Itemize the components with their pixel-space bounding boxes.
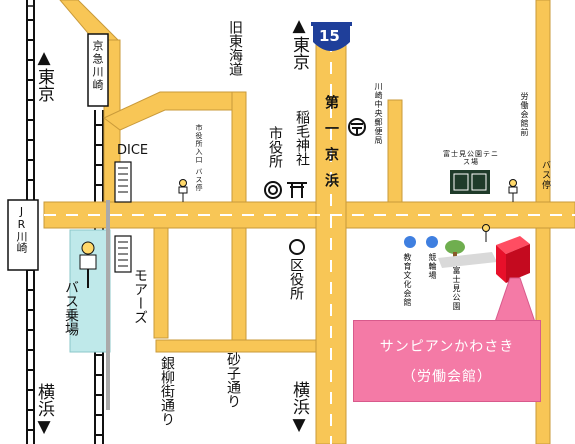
bus-terminal-label: バス乗場 xyxy=(63,280,79,336)
city-hall-icon xyxy=(264,181,282,199)
bus-stop-icon-labor-hall xyxy=(508,179,518,202)
fujimi-park-ground xyxy=(438,252,497,268)
jr-station-box xyxy=(7,199,39,271)
bus-stop-icon-city-hall xyxy=(178,179,188,202)
destination-sub: （労働会館） xyxy=(402,369,492,385)
direction-tokyo-center: ▲東京 xyxy=(289,16,309,70)
ward-office-icon xyxy=(289,239,305,255)
bus-stop-left-label: バス停 xyxy=(195,168,203,192)
park-trees xyxy=(404,236,465,259)
bus-stop-icon-destination xyxy=(482,224,490,242)
ginryu-street-label: 銀柳街通り xyxy=(159,356,175,426)
route-number: 15 xyxy=(319,27,340,45)
inage-shrine-label: 稲毛神社 xyxy=(294,110,310,166)
fujimi-park-label: 富士見公園 xyxy=(452,266,461,311)
bus-stop-icon xyxy=(79,241,97,288)
keirin-label: 競輪場 xyxy=(428,253,437,280)
keikyu-kawasaki-label: 京急川崎 xyxy=(91,40,104,92)
education-hall-label: 教育文化会館 xyxy=(403,253,412,307)
post-office-icon xyxy=(348,118,366,136)
dice-label: DICE xyxy=(117,143,149,158)
destination-callout: サンピアンかわさき （労働会館） xyxy=(353,320,541,402)
dice-building xyxy=(114,161,132,203)
kyu-tokaido-label: 旧東海道 xyxy=(227,20,243,76)
direction-yokohama-left: 横浜▼ xyxy=(34,383,54,437)
shrine-icon xyxy=(287,182,307,198)
jr-kawasaki-label: JR川崎 xyxy=(15,205,28,253)
bus-stop-right-label: バス停 xyxy=(540,160,550,190)
mores-label: モアーズ xyxy=(132,268,148,324)
callout-pointer xyxy=(494,277,536,323)
direction-yokohama-center: 横浜▼ xyxy=(289,381,309,435)
labor-hall-front-label: 労働会館前 xyxy=(520,92,529,137)
tennis-label: 富士見公園テニス場 xyxy=(443,150,499,167)
tennis-court xyxy=(450,170,490,194)
city-hall-label: 市役所 xyxy=(267,126,283,168)
post-office-label: 川崎中央郵便局 xyxy=(374,82,383,145)
direction-tokyo-left: ▲東京 xyxy=(34,48,54,102)
city-hall-entrance-label: 市役所入口 xyxy=(195,124,203,164)
destination-name: サンピアンかわさき xyxy=(379,339,515,355)
sunago-street-label: 砂子通り xyxy=(225,352,241,408)
destination-building xyxy=(496,236,530,283)
mores-building xyxy=(114,235,132,273)
route-name-label: 第一京浜 xyxy=(323,95,339,199)
route-15-shield xyxy=(311,22,352,51)
keikyu-station-box xyxy=(87,33,109,107)
ward-office-label: 区役所 xyxy=(288,258,304,300)
